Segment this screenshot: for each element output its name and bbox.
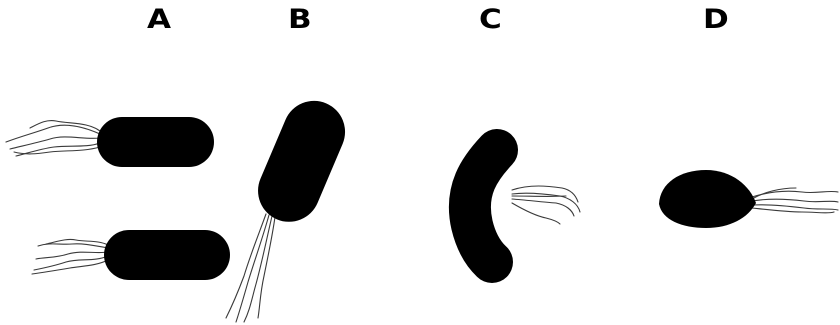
panel-a-top-flagella (6, 121, 100, 156)
panel-c-cell (470, 150, 580, 262)
panel-c-curved-rod (470, 150, 497, 262)
panel-b-cell (226, 91, 355, 322)
panel-a-bottom-flagella (32, 239, 108, 274)
panel-a-cell-bottom (32, 230, 230, 280)
panel-a-cell-top (6, 117, 214, 167)
panel-b-rod (248, 91, 354, 231)
panel-d-cell (659, 170, 838, 228)
panel-c-flagella (512, 186, 580, 224)
panel-d-flagella (752, 188, 838, 213)
panel-d-oval-cell (659, 170, 756, 228)
panel-a-bottom-rod (104, 230, 230, 280)
panel-a-top-rod (97, 117, 214, 167)
panel-b-flagella (226, 214, 275, 322)
